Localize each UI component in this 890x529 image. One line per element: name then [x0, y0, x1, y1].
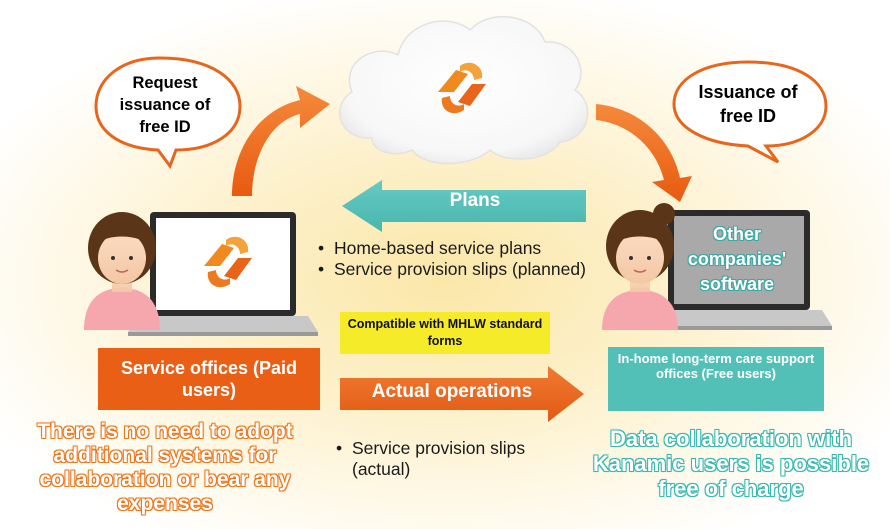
- laptop-icon: [128, 212, 318, 336]
- request-bubble-text: Request issuance of free ID: [119, 74, 211, 136]
- request-bubble: [94, 56, 242, 170]
- plan-bullet-list: •Home-based service plans •Service provi…: [318, 238, 608, 280]
- laptop-screen-text: Other companies' software: [687, 224, 787, 294]
- bullet-text: Service provision slips (planned): [334, 259, 586, 279]
- request-arrow: [232, 86, 330, 196]
- plans-arrow: [342, 180, 586, 232]
- actual-bullet-list: •Service provision slips (actual): [336, 438, 586, 480]
- mhlw-badge: Compatible with MHLW standard forms: [340, 312, 550, 354]
- person-icon: [84, 212, 160, 330]
- service-offices-box: Service offices (Paid users): [98, 348, 320, 410]
- list-item: •Home-based service plans: [318, 238, 542, 258]
- cloud-icon: [338, 16, 589, 165]
- kanamic-logo-icon: [204, 236, 252, 288]
- actual-arrow-label: Actual operations: [371, 381, 533, 402]
- bullet-text: Service provision slips (actual): [352, 438, 526, 479]
- issuance-arrow: [596, 104, 692, 202]
- laptop-icon: [646, 210, 832, 330]
- list-item: •Service provision slips (actual): [336, 438, 586, 480]
- right-note: Data collaboration with Kanamic users is…: [592, 426, 870, 501]
- person-icon: [602, 203, 678, 330]
- left-note: There is no need to adopt additional sys…: [37, 419, 294, 515]
- kanamic-logo-icon: [438, 62, 486, 114]
- issuance-bubble: [672, 60, 828, 164]
- actual-arrow: [340, 366, 584, 422]
- list-item: •Service provision slips (planned): [318, 259, 586, 279]
- bullet-text: Home-based service plans: [334, 238, 542, 258]
- issuance-bubble-text: Issuance of free ID: [698, 82, 798, 126]
- care-offices-box: In-home long-term care support offices (…: [608, 347, 824, 411]
- plans-arrow-label: Plans: [449, 190, 501, 211]
